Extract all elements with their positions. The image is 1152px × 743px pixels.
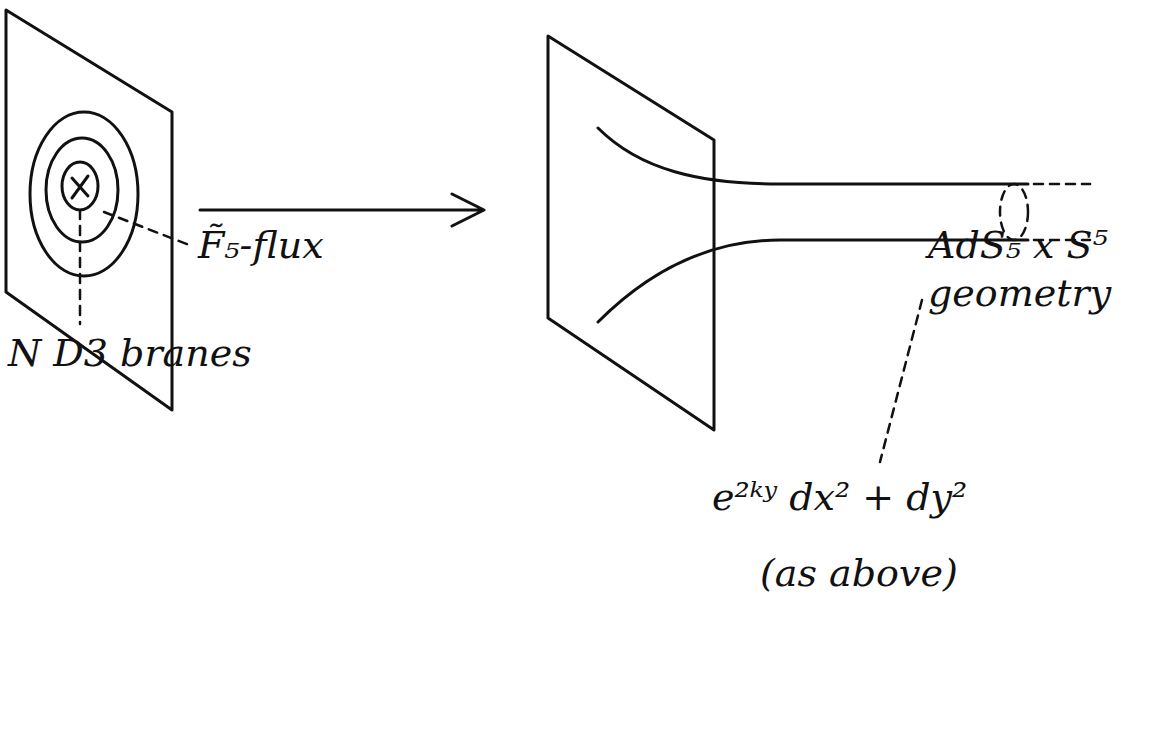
flux-line <box>46 138 118 242</box>
leader-line <box>880 300 922 462</box>
annotation-label: e²ᵏʸ dx² + dy² <box>712 474 1052 522</box>
annotation-label: N D3 branes <box>8 330 328 378</box>
annotation-label: (as above) <box>760 550 1020 598</box>
flux-line <box>30 112 138 276</box>
leader-line <box>79 210 82 324</box>
annotation-label: F̃₅-flux <box>198 222 438 270</box>
brane-cross <box>72 176 88 198</box>
transition-arrow <box>200 194 484 226</box>
brane-plane <box>548 36 714 430</box>
throat <box>598 128 1028 184</box>
annotation-label: AdS₅ x S⁵ geometry <box>928 222 1140 317</box>
leader-line <box>104 212 192 246</box>
flux-line <box>62 162 98 210</box>
